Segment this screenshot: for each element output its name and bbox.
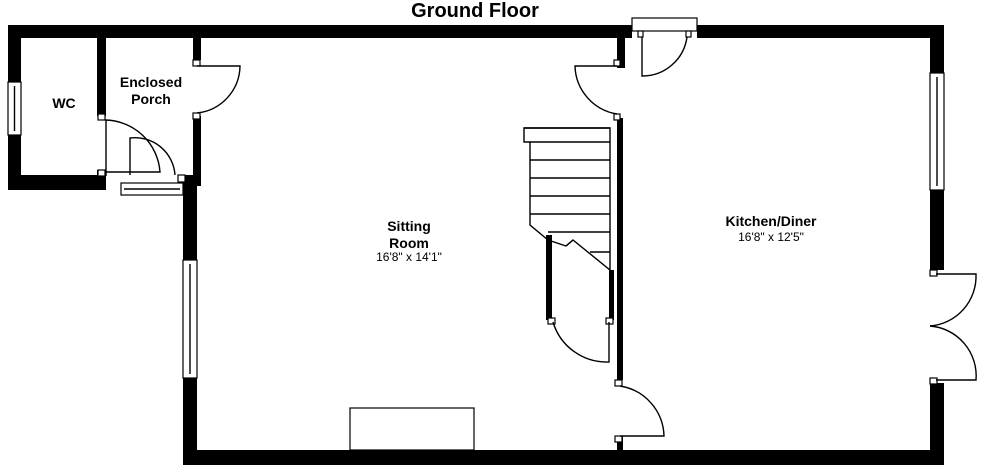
windows <box>7 17 945 379</box>
sitting-room-label-line1: Sitting <box>387 218 431 234</box>
porch-label-line1: Enclosed <box>120 74 182 90</box>
wc-label: WC <box>52 95 75 111</box>
kitchen-diner-dimensions: 16'8" x 12'5" <box>738 230 804 244</box>
sitting-room-dimensions: 16'8" x 14'1" <box>376 250 442 264</box>
porch-label-line2: Porch <box>131 91 171 107</box>
kitchen-diner-label: Kitchen/Diner <box>725 213 817 229</box>
doors <box>97 30 977 443</box>
sitting-room-label-line2: Room <box>389 235 429 251</box>
staircase <box>523 127 611 272</box>
fireplace <box>349 407 475 451</box>
interior-walls <box>97 38 625 456</box>
exterior-walls <box>8 25 944 465</box>
floor-title: Ground Floor <box>411 0 539 22</box>
